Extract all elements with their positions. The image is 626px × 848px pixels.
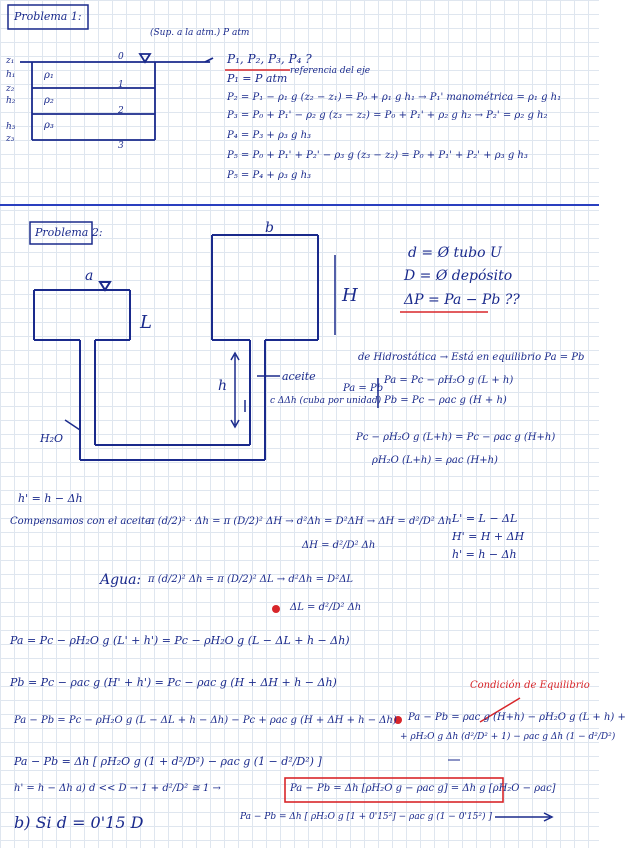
sys-eq1: Pa = Pc − ρH₂O g (L + h) xyxy=(384,375,514,386)
label-n1: 1 xyxy=(118,80,124,90)
label-h3: h₃ xyxy=(6,122,16,132)
label-rho1: ρ₁ xyxy=(44,70,54,81)
label-rho2: ρ₂ xyxy=(44,95,54,106)
diff-res1: Pa − Pb = ρac g (H+h) − ρH₂O g (L + h) + xyxy=(408,712,626,723)
agua-eq: π (d/2)² Δh = π (D/2)² ΔL → d²Δh = D²ΔL xyxy=(148,574,354,585)
p2-title-box xyxy=(29,221,93,245)
p1-eq6: P₅ = P₄ + ρ₃ g h₃ xyxy=(227,170,312,181)
label-n3: 3 xyxy=(118,141,124,151)
part-a: h' = h − Δh a) d << D → 1 + d²/D² ≅ 1 → xyxy=(14,783,221,794)
label-n0: 0 xyxy=(118,52,124,62)
cond-label: Condición de Equilibrio xyxy=(470,680,590,691)
marker-dot-1 xyxy=(272,605,280,613)
p1-eq5: P₅ = P₀ + P₁' + P₂' − ρ₃ g (z₃ − z₂) = P… xyxy=(227,150,528,161)
p1-eq2: P₂ = P₁ − ρ₁ g (z₂ − z₁) = P₀ + ρ₁ g h₁ … xyxy=(227,92,562,103)
label-H: H xyxy=(342,285,358,306)
part-b: b) Si d = 0'15 D xyxy=(14,813,144,832)
p2-title: Problema 2: xyxy=(35,226,103,239)
label-h2o: H₂O xyxy=(40,432,64,445)
diff-res2: + ρH₂O g Δh (d²/D² + 1) − ρac g Δh (1 − … xyxy=(400,732,616,742)
grid-paper xyxy=(0,0,599,848)
sketches xyxy=(0,4,599,822)
p1-title-box xyxy=(7,4,89,30)
label-h: h xyxy=(218,378,228,394)
hp2: h' = h − Δh xyxy=(452,548,517,561)
dH-eq: ΔH = d²/D² Δh xyxy=(302,540,376,551)
p2-u-tube xyxy=(33,234,319,461)
label-z3: z₃ xyxy=(6,134,15,144)
label-aceite: aceite xyxy=(282,370,316,383)
hprime: h' = h − Δh xyxy=(18,492,83,505)
label-z2: z₂ xyxy=(6,84,15,94)
line-eq1: Pc − ρH₂O g (L+h) = Pc − ρac g (H+h) xyxy=(356,432,556,443)
p1-title: Problema 1: xyxy=(14,10,82,23)
label-b: b xyxy=(265,220,274,236)
marker-dot-2 xyxy=(394,716,402,724)
compens-eq: π (d/2)² · Δh = π (D/2)² ΔH → d²Δh = D²Δ… xyxy=(148,516,452,527)
result-box xyxy=(284,777,504,803)
label-n2: 2 xyxy=(118,106,124,116)
diff-line: Pa − Pb = Pc − ρH₂O g (L − ΔL + h − Δh) … xyxy=(14,715,397,726)
Lp: L' = L − ΔL xyxy=(452,512,518,525)
pa-eq-pb: Pa = Pb xyxy=(343,383,384,394)
label-h1: h₁ xyxy=(6,70,16,80)
pb-line: Pb = Pc − ρac g (H' + h') = Pc − ρac g (… xyxy=(10,676,337,689)
p1-note-surface: (Sup. a la atm.) P atm xyxy=(150,28,250,38)
p1-eq4: P₄ = P₃ + ρ₃ g h₃ xyxy=(227,130,312,141)
label-L: L xyxy=(140,312,152,333)
hydro-note: de Hidrostática → Está en equilibrio Pa … xyxy=(358,352,585,363)
p1-note-ref: referencia del eje xyxy=(290,66,371,76)
sys-eq2: Pb = Pc − ρac g (H + h) xyxy=(384,395,507,406)
pa-line: Pa = Pc − ρH₂O g (L' + h') = Pc − ρH₂O g… xyxy=(10,634,350,647)
Hp: H' = H + ΔH xyxy=(452,530,525,543)
D-def: D = Ø depósito xyxy=(404,268,513,284)
label-rho3: ρ₃ xyxy=(44,120,54,131)
part-b-eq: Pa − Pb = Δh [ ρH₂O g [1 + 0'15²] − ρac … xyxy=(240,812,492,822)
dimension-arrows xyxy=(64,255,379,431)
label-a: a xyxy=(85,268,94,284)
label-cdh: c ΔΔh (cuba por unidad) xyxy=(270,396,382,406)
label-z1: z₁ xyxy=(6,56,15,66)
p1-unknowns: P₁, P₂, P₃, P₄ ? xyxy=(227,52,312,66)
compens-label: Compensamos con el aceite: xyxy=(10,516,155,527)
dL-eq: ΔL = d²/D² Δh xyxy=(290,602,362,613)
p1-eq1: P₁ = P atm xyxy=(227,72,288,85)
boxed-result: Pa − Pb = Δh [ρH₂O g − ρac g] = Δh g [ρH… xyxy=(290,783,556,794)
dP-def: ΔP = Pa − Pb ?? xyxy=(404,292,520,308)
p1-tank xyxy=(20,53,214,141)
final-eq: Pa − Pb = Δh [ ρH₂O g (1 + d²/D²) − ρac … xyxy=(14,755,322,768)
d-def: d = Ø tubo U xyxy=(408,245,502,261)
line-eq2: ρH₂O (L+h) = ρac (H+h) xyxy=(372,455,498,466)
p1-eq3: P₃ = P₀ + P₁' − ρ₂ g (z₃ − z₂) = P₀ + P₁… xyxy=(227,110,548,121)
label-h2: h₂ xyxy=(6,96,16,106)
agua-label: Agua: xyxy=(100,572,142,588)
